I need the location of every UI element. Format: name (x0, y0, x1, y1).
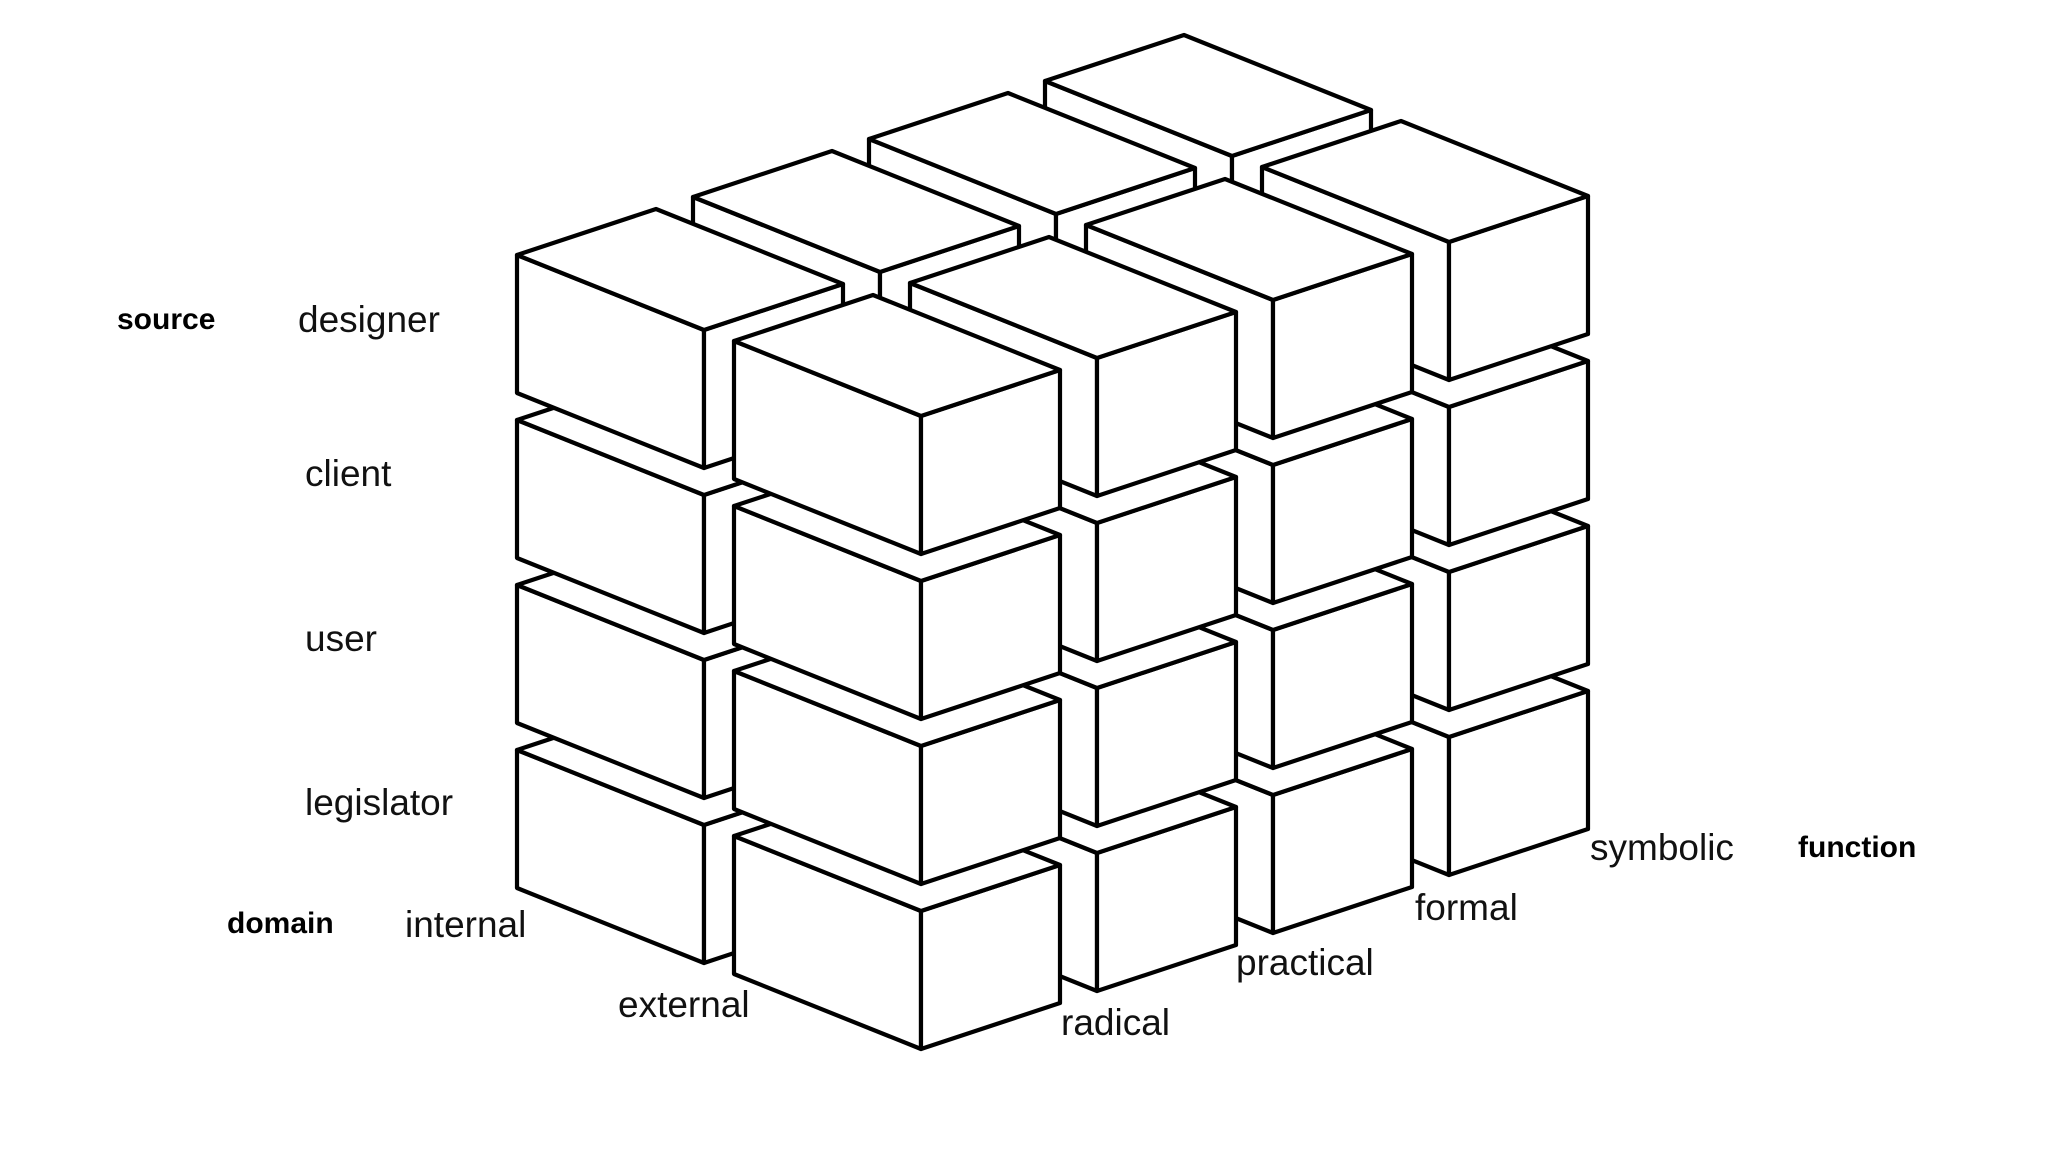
function-level-practical: practical (1236, 942, 1374, 983)
block-designer-internal-formal-top-face (866, 90, 1198, 217)
axis-label-domain: domain (227, 907, 334, 940)
source-level-designer: designer (298, 299, 440, 340)
function-level-formal: formal (1415, 887, 1518, 928)
block-designer-external-practical-top-face (907, 234, 1239, 361)
block-designer-external-formal-top-face (1083, 176, 1415, 303)
axis-label-function: function (1798, 831, 1917, 864)
domain-level-internal: internal (405, 904, 527, 945)
block-designer-external-radical-top-face (731, 292, 1063, 419)
source-level-client: client (305, 453, 392, 494)
function-level-radical: radical (1061, 1002, 1170, 1043)
source-level-user: user (305, 618, 377, 659)
block-designer-internal-radical-top-face (514, 206, 846, 333)
block-designer-external-symbolic-top-face (1259, 118, 1591, 245)
block-designer-internal-practical-top-face (690, 148, 1022, 275)
source-level-legislator: legislator (305, 782, 454, 823)
function-level-symbolic: symbolic (1590, 827, 1734, 868)
axis-label-source: source (117, 303, 216, 336)
block-designer-internal-symbolic-top-face (1042, 32, 1374, 159)
domain-level-external: external (618, 984, 750, 1025)
